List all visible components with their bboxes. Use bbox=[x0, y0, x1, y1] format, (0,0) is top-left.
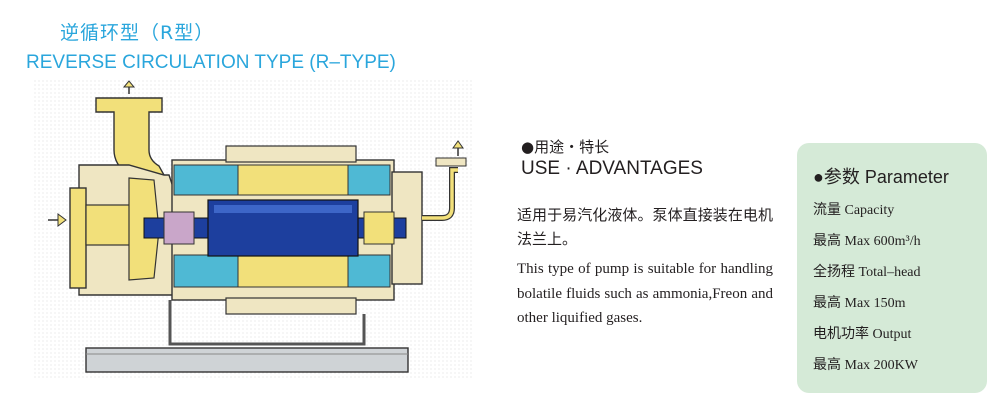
use-heading-en: USE · ADVANTAGES bbox=[521, 158, 703, 179]
parameter-panel: ●参数 Parameter 流量 Capacity 最高 Max 600m³/h… bbox=[797, 143, 987, 393]
motor-top-fin bbox=[225, 145, 357, 163]
title-cn: 逆循环型（R型） bbox=[60, 22, 215, 44]
inlet-flange bbox=[69, 187, 87, 289]
bearing-right bbox=[363, 211, 395, 245]
support-leg bbox=[168, 300, 366, 346]
return-pipe-fill bbox=[422, 168, 458, 220]
use-body-cn: 适用于易汽化液体。泵体直接装在电机法兰上。 bbox=[517, 206, 773, 248]
rotor-highlight bbox=[214, 205, 352, 213]
bearing-left bbox=[163, 211, 195, 245]
stator-core-top bbox=[237, 164, 349, 196]
parameter-row: 最高 Max 150m bbox=[813, 296, 906, 311]
stator-winding-bottom bbox=[173, 254, 239, 288]
parameter-row: 最高 Max 200KW bbox=[813, 358, 918, 373]
arrow-up-icon bbox=[452, 140, 464, 156]
parameter-row: 全扬程 Total–head bbox=[813, 265, 921, 280]
outlet-nozzle bbox=[95, 97, 166, 176]
parameter-heading: ●参数 Parameter bbox=[813, 167, 949, 187]
arrow-up-icon bbox=[122, 80, 136, 94]
stator-winding-bottom-right bbox=[347, 254, 391, 288]
stator-core-bottom bbox=[237, 254, 349, 288]
stator-winding-top-right bbox=[347, 164, 391, 196]
parameter-row: 最高 Max 600m³/h bbox=[813, 234, 921, 249]
parameter-row: 流量 Capacity bbox=[813, 203, 895, 218]
use-body-en: This type of pump is suitable for handli… bbox=[517, 261, 773, 326]
parameter-row: 电机功率 Output bbox=[813, 327, 912, 342]
return-pipe-head bbox=[435, 157, 467, 167]
motor-bottom-fin bbox=[225, 297, 357, 315]
pump-cross-section-diagram bbox=[34, 80, 474, 380]
title-en: REVERSE CIRCULATION TYPE (R–TYPE) bbox=[26, 52, 396, 73]
base-plate bbox=[85, 347, 409, 373]
arrow-right-icon bbox=[48, 213, 67, 227]
stator-winding-top bbox=[173, 164, 239, 196]
use-heading-cn: ●用途・特长 bbox=[521, 138, 610, 156]
